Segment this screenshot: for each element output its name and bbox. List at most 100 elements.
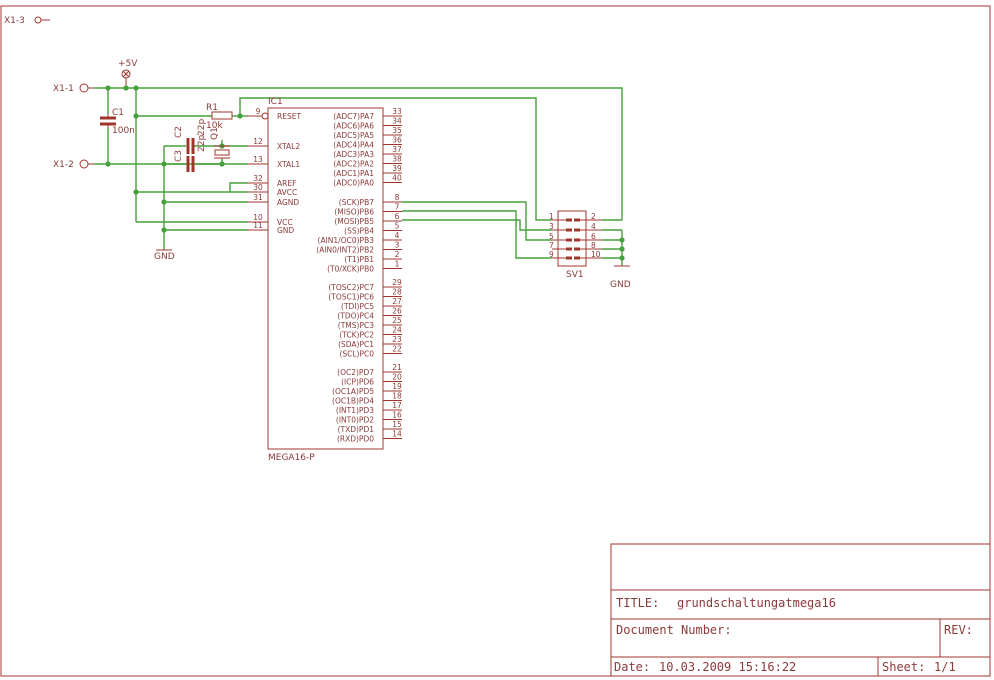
ic1-pin-name: GND xyxy=(277,226,294,235)
sv1-pin-1: 1 xyxy=(549,212,572,222)
ic1-pin-name: AREF xyxy=(277,179,296,188)
sv1-pin-10: 10 xyxy=(574,250,602,260)
ic1-pin-name: (T1)PB1 xyxy=(344,255,374,264)
ic1-pin-sclpc0: 22 (SCL)PC0 xyxy=(339,345,402,359)
ic1-pin-number: 22 xyxy=(392,345,402,354)
ic1-pin-name: (ADC3)PA3 xyxy=(333,150,374,159)
ic1-pin-name: (ADC2)PA2 xyxy=(333,160,374,169)
ic1-pin-number: 16 xyxy=(392,411,402,420)
ic1-pin-adc4pa4: 36(ADC4)PA4 xyxy=(333,136,402,150)
ic1-pin-t1pb1: 2(T1)PB1 xyxy=(344,250,402,264)
capacitor-c2-value: 22p xyxy=(197,135,207,152)
ic1-pin-ain1oc0pb3: 4(AIN1/OC0)PB3 xyxy=(318,231,402,245)
ic1-pin-oc1apd5: 19(OC1A)PD5 xyxy=(332,382,402,396)
ic1-pin-number: 11 xyxy=(253,221,263,230)
sv1-pin-number: 4 xyxy=(591,222,596,231)
ic1-pin-name: (ADC6)PA6 xyxy=(333,122,374,131)
ic1-pin-sdapc1: 23(SDA)PC1 xyxy=(338,335,402,349)
ic1-pin-name: (T0/XCK)PB0 xyxy=(327,265,374,274)
capacitor-c3-value: 22p xyxy=(197,119,207,136)
ic1-pin-rxdpd0: 14 (RXD)PD0 xyxy=(337,430,402,444)
ic1-pin-name: (RXD)PD0 xyxy=(337,435,374,444)
ic1-pin-name: (SCK)PB7 xyxy=(339,198,374,207)
ic1-pin-sspb4: 5(SS)PB4 xyxy=(344,222,402,236)
gnd-symbol-left: GND xyxy=(154,249,175,262)
ic1-pin-number: 14 xyxy=(392,430,402,439)
connector-x1-1: X1-1 xyxy=(53,83,94,94)
ic1-pin-number: 6 xyxy=(395,212,400,221)
ic1-pin-number: 12 xyxy=(253,137,263,146)
ic1-pin-name: (SS)PB4 xyxy=(344,227,374,236)
crystal-q1-name: Q1 xyxy=(210,127,220,140)
ic1-pin-name: (ADC1)PA1 xyxy=(333,169,374,178)
ic1-pin-name: AGND xyxy=(277,198,299,207)
ic1-pin-tosc1pc6: 28(TOSC1)PC6 xyxy=(328,288,402,302)
ic1-pin-name: (SDA)PC1 xyxy=(338,340,374,349)
sv1-pin-number: 9 xyxy=(549,250,554,259)
ic1-pin-name: (INT0)PD2 xyxy=(336,416,374,425)
ic1-pin-number: 31 xyxy=(253,193,263,202)
ic1-pin-misopb6: 7(MISO)PB6 xyxy=(334,203,402,217)
rev-label: REV: xyxy=(944,623,973,637)
gnd-symbol-right: GND xyxy=(610,265,631,290)
ic1-pin-number: 15 xyxy=(392,420,402,429)
sv1-pin-number: 7 xyxy=(549,241,554,250)
sv1-pin-2: 2 xyxy=(574,212,602,222)
capacitor-c3: C3 22p xyxy=(174,119,207,172)
ic1-pin-name: (OC1B)PD4 xyxy=(332,397,374,406)
sv1-pin-number: 1 xyxy=(549,212,554,221)
connector-x1-2-label: X1-2 xyxy=(53,160,74,170)
supply-5v-label: +5V xyxy=(118,59,138,69)
ic1-pin-txdpd1: 15(TXD)PD1 xyxy=(338,420,402,434)
ic1-pin-icppd6: 20(ICP)PD6 xyxy=(341,373,402,387)
resistor-r1-value: 10k xyxy=(206,121,223,131)
connector-x1-3-label: X1-3 xyxy=(4,16,25,26)
ic1-value: MEGA16-P xyxy=(268,453,315,463)
ic1-pin-number: 1 xyxy=(395,260,400,269)
supply-5v: +5V xyxy=(118,59,138,88)
date-label: Date: xyxy=(614,660,650,674)
ic1-pin-number: 33 xyxy=(392,107,402,116)
gnd-left-label: GND xyxy=(154,252,175,262)
ic1-name: IC1 xyxy=(268,97,283,107)
ic1-pin-name: RESET xyxy=(277,112,301,121)
ic1-pin-name: (ADC0)PA0 xyxy=(333,179,374,188)
ic1-pin-adc6pa6: 34 (ADC6)PA6 xyxy=(333,117,402,131)
sv1-pin-8: 8 xyxy=(574,241,602,251)
date-value: 10.03.2009 15:16:22 xyxy=(659,660,796,674)
ic1-pin-name: XTAL2 xyxy=(277,142,300,151)
ic1-pin-tdipc5: 27(TDI)PC5 xyxy=(341,297,402,311)
ic1-pin-adc7pa7: 33(ADC7)PA7 xyxy=(333,107,402,121)
ic1-pin-tckpc2: 24(TCK)PC2 xyxy=(339,326,402,340)
connector-x1-1-label: X1-1 xyxy=(53,84,74,94)
ic1-pin-name: (INT1)PD3 xyxy=(336,406,374,415)
ic1-pin-name: (ADC5)PA5 xyxy=(333,131,374,140)
ic1-pin-oc1bpd4: 18 (OC1B)PD4 xyxy=(332,392,402,406)
ic1-pin-number: 32 xyxy=(253,174,263,183)
resistor-r1: R1 10k xyxy=(206,103,233,131)
ic1-pin-name: (SCL)PC0 xyxy=(339,350,374,359)
ic1-pin-number: 18 xyxy=(392,392,402,401)
ic1-pin-name: (TOSC2)PC7 xyxy=(328,283,374,292)
ic1-pin-tdopc4: 26(TDO)PC4 xyxy=(337,307,402,321)
ic1-pin-t0xckpb0: 1 (T0/XCK)PB0 xyxy=(327,260,402,274)
ic1-pin-number: 4 xyxy=(395,231,400,240)
ic1-pin-number: 35 xyxy=(392,126,402,135)
ic1-left-pins: 9RESET12XTAL213XTAL132AREF30AVCC31AGND10… xyxy=(248,107,301,235)
ic1-pin-number: 27 xyxy=(392,297,402,306)
ic1-mega16: IC1 MEGA16-P 9RESET12XTAL213XTAL132AREF3… xyxy=(248,97,402,463)
ic1-pin-name: (MOSI)PB5 xyxy=(334,217,374,226)
ic1-pin-number: 30 xyxy=(253,183,263,192)
ic1-pin-number: 34 xyxy=(392,117,402,126)
sv1-pin-7: 7 xyxy=(549,241,572,251)
crystal-q1: Q1 xyxy=(210,127,230,159)
title-label: TITLE: xyxy=(616,596,659,610)
ic1-pin-number: 7 xyxy=(395,203,400,212)
